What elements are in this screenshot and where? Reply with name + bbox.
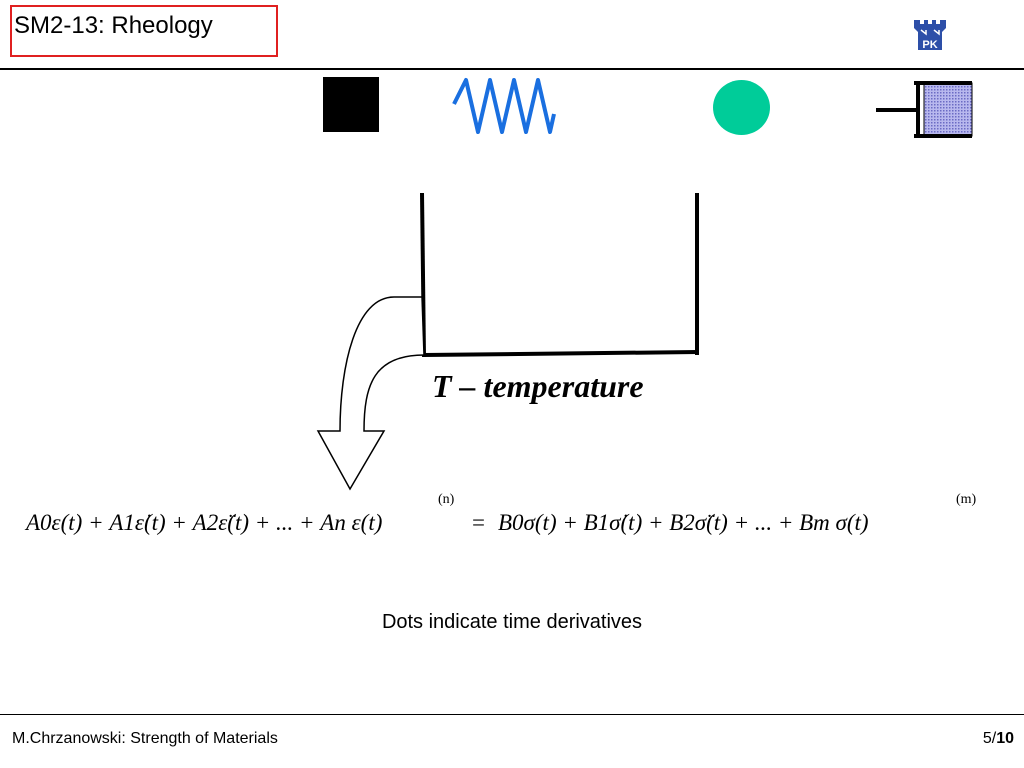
equation-lhs: A0ε(t) + A1ε̇(t) + A2ε̈(t) + ... + An ε(… [26, 510, 383, 535]
down-arrow-icon [316, 296, 425, 491]
top-divider [0, 68, 1024, 70]
bottom-divider [0, 714, 1024, 715]
ball-symbol-icon [713, 80, 770, 135]
equation-rhs: B0σ(t) + B1σ̇(t) + B2σ̈(t) + ... + Bm σ(… [498, 510, 869, 535]
logo-text: PK [922, 39, 937, 51]
temperature-label: T – temperature [432, 368, 644, 404]
page-total: 10 [996, 730, 1014, 747]
spring-symbol-icon [450, 74, 558, 138]
page-number: 5/10 [983, 730, 1014, 748]
dashpot-symbol-icon [874, 80, 974, 140]
slide-title: SM2-13: Rheology [14, 12, 213, 39]
equation-equals: = [472, 510, 485, 535]
footer-author: M.Chrzanowski: Strength of Materials [12, 730, 278, 747]
slide-title-box [10, 5, 278, 57]
combination-bracket [300, 185, 720, 495]
page-current: 5/ [982, 730, 997, 747]
rigid-block-symbol-icon [323, 77, 379, 132]
derivative-caption: Dots indicate time derivatives [381, 611, 643, 633]
equation-rhs-order: (m) [956, 492, 977, 507]
castle-logo-icon: PK [912, 18, 948, 52]
university-logo: PK [912, 18, 948, 52]
constitutive-equation: (n) (m) A0ε(t) + A1ε̇(t) + A2ε̈(t) + ...… [26, 492, 1024, 552]
equation-lhs-order: (n) [438, 492, 455, 507]
